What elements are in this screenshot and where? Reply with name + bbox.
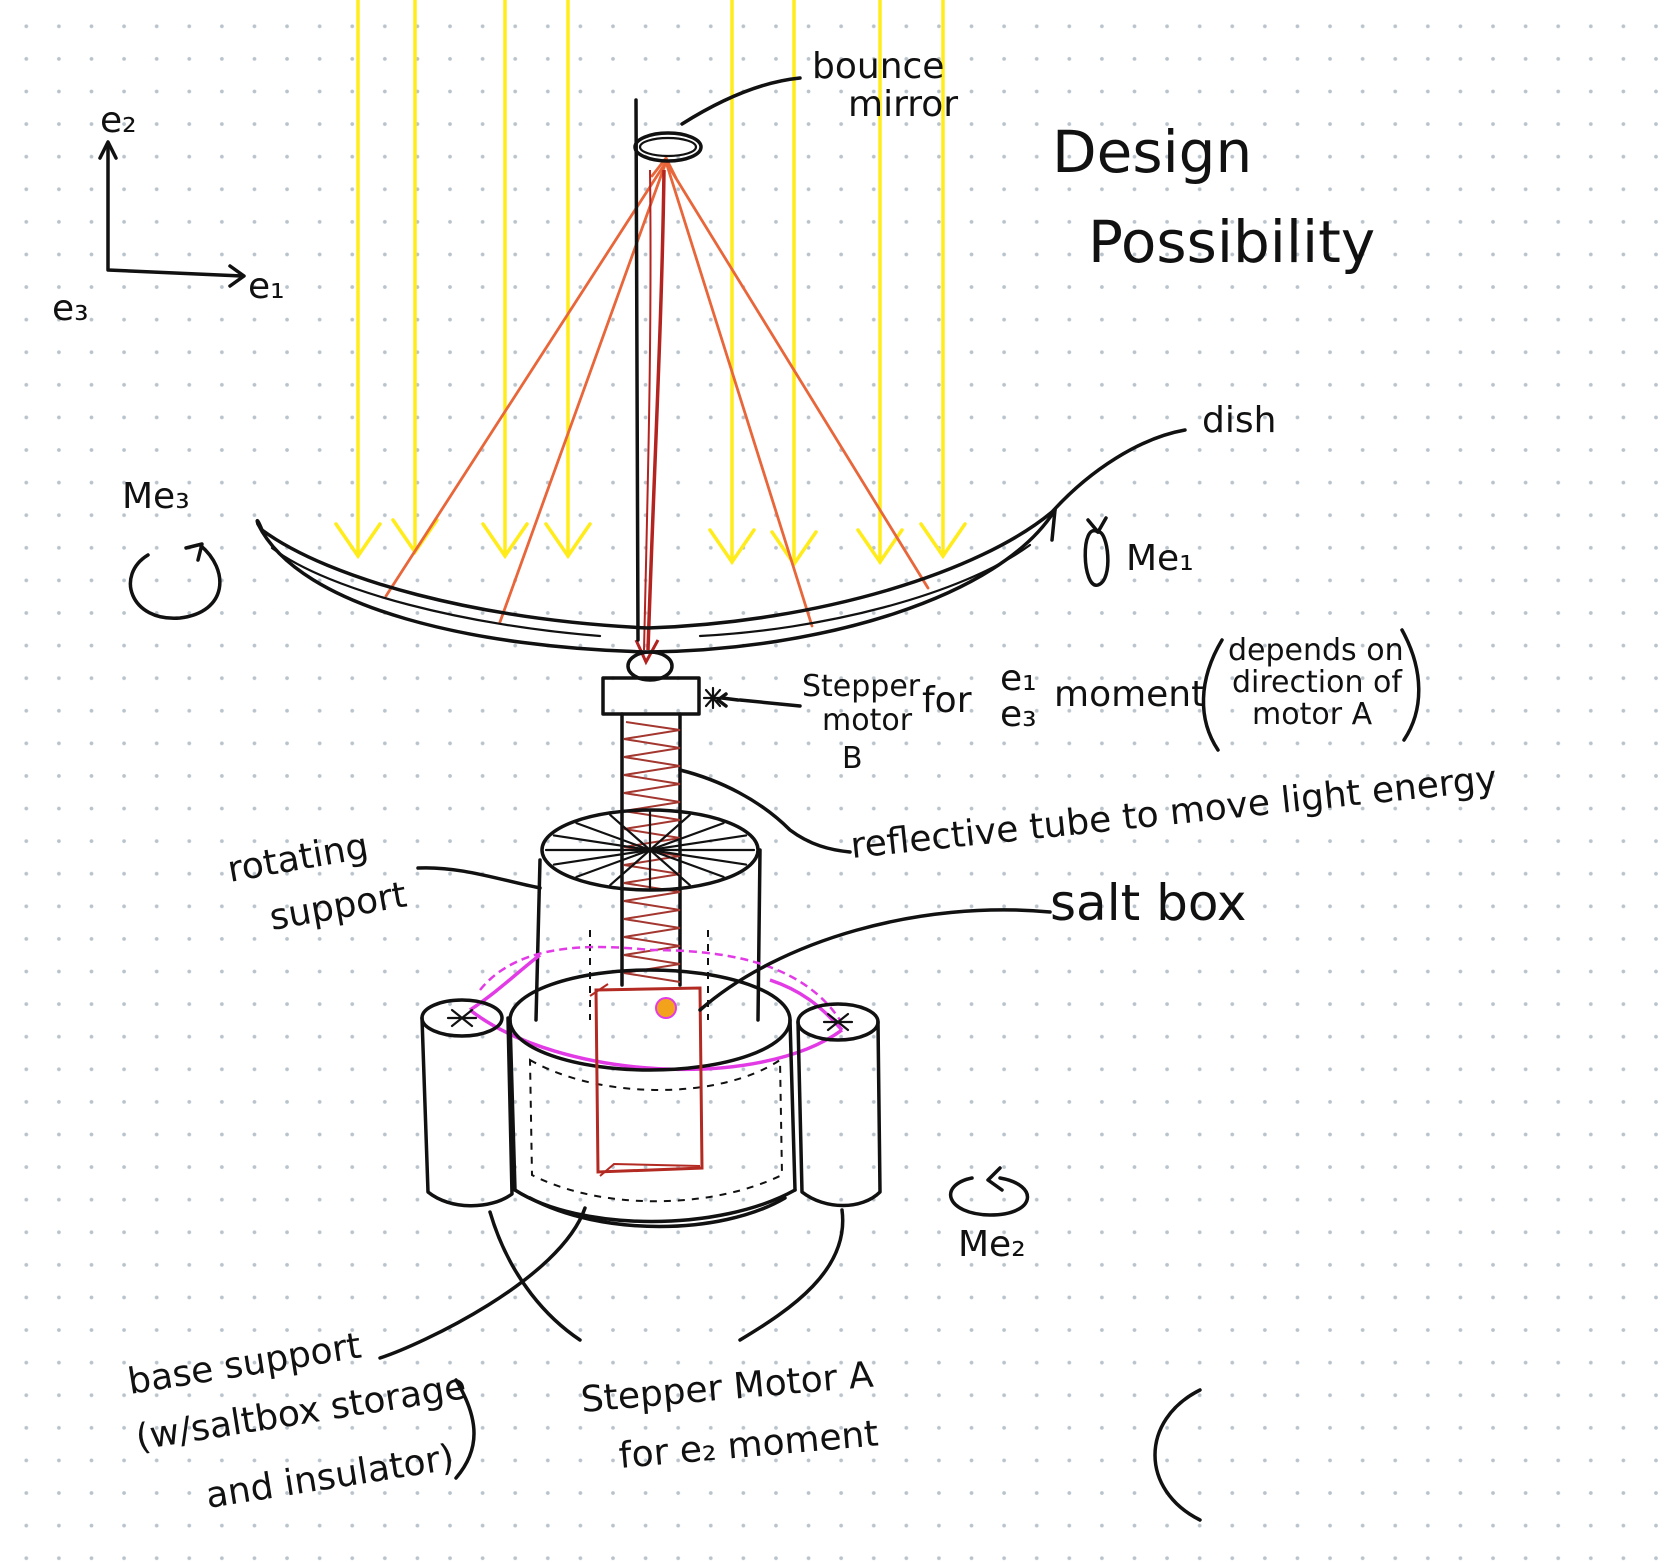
moment-me3-label: Me₃ xyxy=(122,476,190,517)
depends-note-1: depends on xyxy=(1228,633,1404,668)
axis-e3-label: e₃ xyxy=(52,288,89,329)
rotating-support xyxy=(418,810,760,1020)
leader-lines xyxy=(380,694,843,1358)
dish-label: dish xyxy=(1202,400,1276,441)
bounce-mirror-label-1: bounce xyxy=(812,46,944,87)
stepper-b-label-2: motor xyxy=(822,703,913,738)
stepper-motor-a xyxy=(422,1000,880,1206)
stepper-a-label-1: Stepper Motor A xyxy=(579,1355,875,1421)
focused-ray xyxy=(636,170,664,662)
coordinate-axes xyxy=(100,142,244,286)
moment-me1-label: Me₁ xyxy=(1126,538,1194,579)
dish xyxy=(257,430,1185,652)
moment-me2-arrow xyxy=(951,1168,1028,1215)
mast xyxy=(636,100,638,640)
stepper-b-label-3: B xyxy=(842,741,863,776)
reflective-tube-label: reflective tube to move light energy xyxy=(849,758,1499,867)
stepper-a-label-2: for e₂ moment xyxy=(617,1413,880,1477)
salt-box-label: salt box xyxy=(1050,874,1246,932)
moment-me3-arrow xyxy=(130,544,219,618)
reflected-ray xyxy=(666,162,812,626)
bounce-mirror-label-2: mirror xyxy=(848,84,958,125)
moment-me2-label: Me₂ xyxy=(958,1224,1026,1265)
axis-e1-label: e₁ xyxy=(248,266,285,307)
title-line-1: Design xyxy=(1052,118,1252,186)
title-line-2: Possibility xyxy=(1088,208,1375,276)
rotating-support-label-2: support xyxy=(266,874,409,938)
axis-e2-label: e₂ xyxy=(100,100,137,141)
base-support-label-3: and insulator) xyxy=(203,1437,457,1517)
reflected-ray xyxy=(666,162,928,588)
moment-e3-label: e₃ xyxy=(1000,694,1037,735)
stepper-motor-b xyxy=(603,652,722,714)
reflected-ray xyxy=(500,162,666,622)
moment-me1-arrow xyxy=(1085,518,1108,585)
rotating-support-label-1: rotating xyxy=(224,826,371,891)
moment-e1-label: e₁ xyxy=(1000,658,1037,699)
depends-note-2: direction of xyxy=(1232,665,1403,700)
base-support xyxy=(510,970,795,1227)
bounce-mirror xyxy=(635,78,800,161)
reflected-ray xyxy=(386,162,666,596)
for-label: for xyxy=(922,680,972,721)
depends-note-3: motor A xyxy=(1252,697,1373,732)
stepper-b-label-1: Stepper xyxy=(802,669,921,704)
moment-word-label: moment xyxy=(1054,674,1205,715)
